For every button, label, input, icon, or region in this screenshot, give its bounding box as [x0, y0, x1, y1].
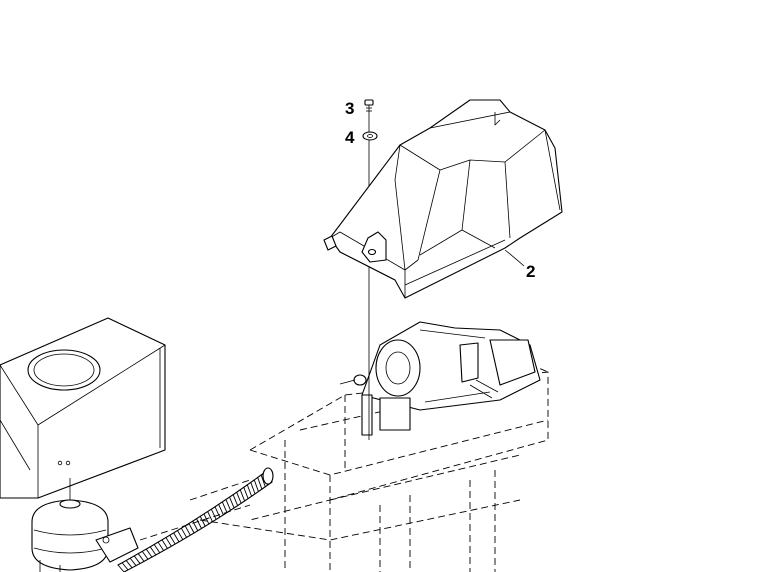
cover-part-2: [323, 99, 563, 299]
screw-part-3: [364, 99, 374, 114]
callout-label-4: 4: [345, 128, 355, 147]
left-tank-assembly: [0, 317, 166, 499]
motor-pump-assembly: [339, 321, 541, 436]
tank-filler-cap: [27, 349, 101, 391]
corrugated-hose: [117, 467, 274, 572]
callout-label-3: 3: [345, 99, 354, 118]
callout-label-2: 2: [526, 262, 535, 281]
washer-part-4: [362, 131, 378, 141]
bellows-mount: [31, 478, 139, 572]
